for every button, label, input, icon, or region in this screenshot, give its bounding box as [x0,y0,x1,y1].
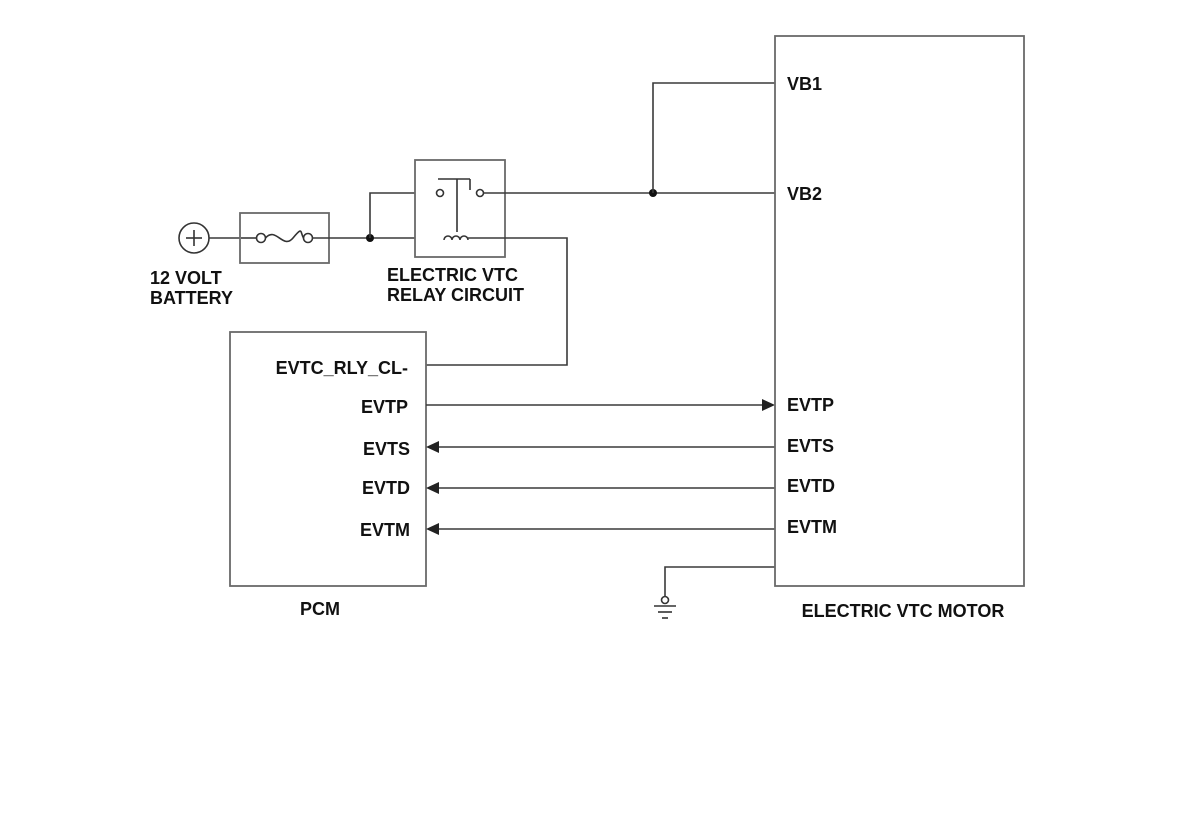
relay-label-line2: RELAY CIRCUIT [387,285,524,305]
wire-vb1 [652,82,775,193]
arrow-evtd [426,482,439,494]
motor-pin-evtm: EVTM [787,517,837,537]
ground-icon [654,595,676,619]
wire-relay-coil-pcm [426,237,568,366]
motor-pin-evtp: EVTP [787,395,834,415]
pcm-pin-evtm: EVTM [360,520,410,540]
motor-pin-evts: EVTS [787,436,834,456]
relay-label-line1: ELECTRIC VTC [387,265,518,285]
motor-box [774,35,1025,587]
pcm-pin-relay-control: EVTC_RLY_CL- [276,358,408,378]
motor-pin-vb2: VB2 [787,184,822,204]
fuse-symbol [239,212,330,264]
pcm-pin-evts: EVTS [363,439,410,459]
battery-label-line2: BATTERY [150,288,233,308]
pcm-pin-evtp: EVTP [361,397,408,417]
arrow-evts [426,441,439,453]
motor-pin-vb1: VB1 [787,74,822,94]
arrow-evtp [762,399,775,411]
pcm-pin-evtd: EVTD [362,478,410,498]
pcm-label: PCM [300,599,340,619]
motor-pin-evtd: EVTD [787,476,835,496]
battery-label-line1: 12 VOLT [150,268,222,288]
battery-symbol [178,222,210,254]
relay-symbol [414,159,506,258]
pcm-box [229,331,427,587]
arrow-evtm [426,523,439,535]
wire-ground [664,566,775,597]
motor-label: ELECTRIC VTC MOTOR [802,601,1005,621]
